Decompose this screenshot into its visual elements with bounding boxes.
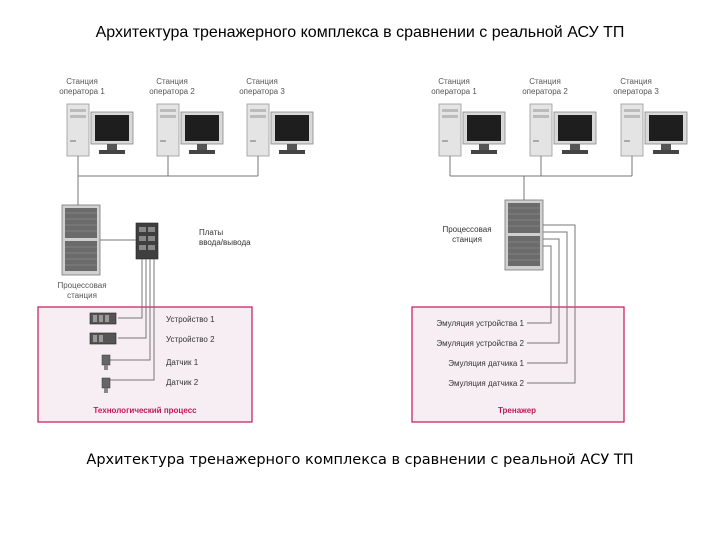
sim-process-station-label-line2: станция	[452, 235, 482, 244]
operator-station-2-icon	[156, 103, 224, 157]
io-boards-label-line2: ввода/вывода	[199, 238, 251, 247]
station-2-label-line1: Станция	[156, 77, 188, 86]
sim-operator-station-3-icon	[620, 103, 688, 157]
sim-station-3-label-line2: оператора 3	[613, 87, 659, 96]
device-2-label: Устройство 2	[166, 335, 215, 344]
sim-process-station-label-line1: Процессовая	[442, 225, 491, 234]
page-title: Архитектура тренажерного комплекса в сра…	[95, 24, 625, 41]
process-box	[37, 306, 253, 423]
station-1-label-line1: Станция	[66, 77, 98, 86]
process-station-label-line1: Процессовая	[57, 281, 106, 290]
sim-network-lines	[449, 156, 633, 200]
io-boards-label-line1: Платы	[199, 228, 223, 237]
sim-process-station-icon	[504, 199, 544, 271]
sim-station-1-label-line2: оператора 1	[431, 87, 477, 96]
sim-station-2-label-line1: Станция	[529, 77, 561, 86]
process-station-icon	[61, 204, 101, 276]
sim-station-1-label-line1: Станция	[438, 77, 470, 86]
io-boards-icon	[135, 222, 159, 260]
sim-emulation-wires	[527, 224, 576, 384]
device-1-icon	[89, 312, 117, 325]
simulator-box-label: Тренажер	[498, 406, 536, 415]
device-2-icon	[89, 332, 117, 345]
operator-station-3-icon	[246, 103, 314, 157]
emulation-sensor-2-label: Эмуляция датчика 2	[448, 379, 524, 388]
left-diagram: Станция оператора 1 Станция оператора 2 …	[37, 77, 314, 423]
sim-station-2-label-line2: оператора 2	[522, 87, 568, 96]
emulation-device-2-label: Эмуляция устройства 2	[436, 339, 524, 348]
station-1-label-line2: оператора 1	[59, 87, 105, 96]
emulation-device-1-label: Эмуляция устройства 1	[436, 319, 524, 328]
station-3-label-line2: оператора 3	[239, 87, 285, 96]
sensor-2-icon	[101, 377, 111, 393]
device-1-label: Устройство 1	[166, 315, 215, 324]
sim-operator-station-2-icon	[529, 103, 597, 157]
station-3-label-line1: Станция	[246, 77, 278, 86]
process-station-label-line2: станция	[67, 291, 97, 300]
sim-station-3-label-line1: Станция	[620, 77, 652, 86]
io-wires	[110, 259, 155, 381]
simulator-box	[411, 306, 625, 423]
network-lines	[77, 156, 259, 205]
operator-station-1-icon	[66, 103, 134, 157]
sim-operator-station-1-icon	[438, 103, 506, 157]
figure-caption: Архитектура тренажерного комплекса в сра…	[86, 452, 634, 468]
emulation-sensor-1-label: Эмуляция датчика 1	[448, 359, 524, 368]
right-diagram: Станция оператора 1 Станция оператора 2 …	[411, 77, 688, 423]
process-box-label: Технологический процесс	[93, 406, 197, 415]
sensor-1-icon	[101, 354, 111, 370]
sensor-1-label: Датчик 1	[166, 358, 199, 367]
sensor-2-label: Датчик 2	[166, 378, 199, 387]
station-2-label-line2: оператора 2	[149, 87, 195, 96]
